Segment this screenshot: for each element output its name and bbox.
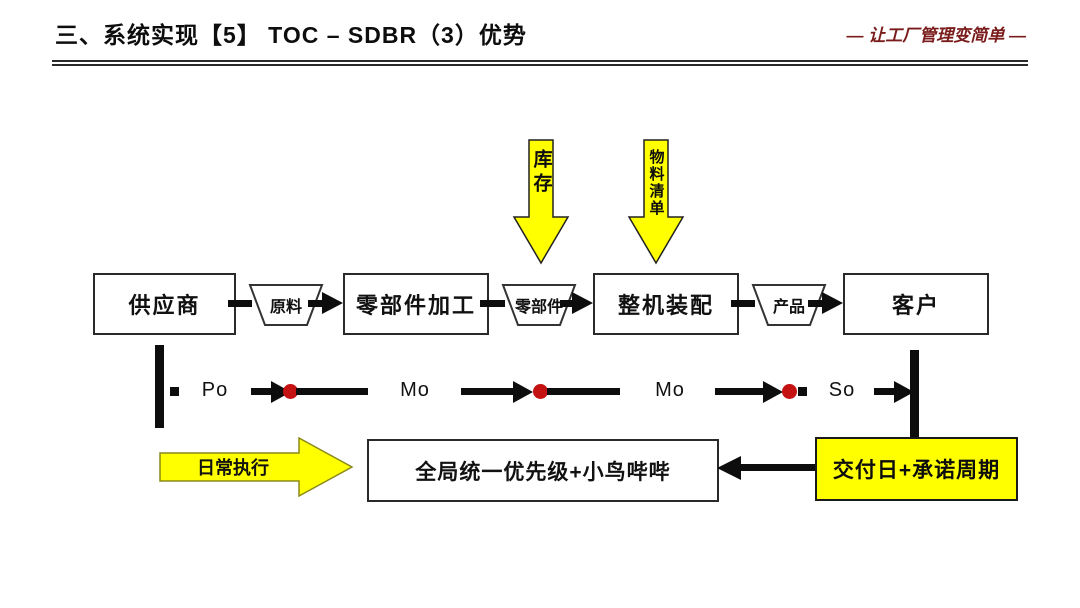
red-dot-icon — [782, 384, 797, 399]
flow-line — [808, 300, 824, 307]
order-label-mo-1: Mo — [400, 379, 430, 401]
node-parts-processing: 零部件加工 — [343, 273, 489, 335]
order-line — [251, 388, 273, 395]
flow-arrowhead-icon — [822, 292, 843, 314]
daily-exec-arrow-icon: 日常执行 — [158, 436, 355, 498]
red-dot-icon — [283, 384, 298, 399]
flow-arrowhead-icon — [572, 292, 593, 314]
node-customer: 客户 — [843, 273, 989, 335]
feedback-line — [739, 464, 816, 471]
due-date-box: 交付日+承诺周期 — [815, 437, 1018, 501]
buffer-label: 零部件 — [514, 299, 563, 316]
node-supplier: 供应商 — [93, 273, 236, 335]
order-arrowhead-icon — [513, 381, 533, 403]
flow-line — [228, 300, 252, 307]
buffer-raw-material: 原料 — [247, 283, 325, 327]
order-label-mo-2: Mo — [655, 379, 685, 401]
red-dot-icon — [533, 384, 548, 399]
flow-line — [480, 300, 505, 307]
buffer-label: 产品 — [772, 299, 805, 316]
flow-arrowhead-icon — [322, 292, 343, 314]
page-title: 三、系统实现【5】 TOC – SDBR（3）优势 — [55, 22, 527, 48]
inventory-down-arrow-icon: 库存 — [512, 139, 570, 265]
priority-box: 全局统一优先级+小鸟哔哔 — [367, 439, 719, 502]
order-line — [715, 388, 765, 395]
left-boundary-bar — [155, 345, 164, 428]
daily-exec-label: 日常执行 — [197, 457, 269, 478]
dash-square — [170, 387, 179, 396]
buffer-label: 原料 — [269, 299, 302, 316]
order-line — [296, 388, 368, 395]
bom-arrow-label: 物料清单 — [647, 149, 665, 217]
right-boundary-bar — [910, 350, 919, 437]
order-line — [547, 388, 620, 395]
node-assembly: 整机装配 — [593, 273, 739, 335]
buffer-parts: 零部件 — [500, 283, 578, 327]
order-arrowhead-icon — [894, 381, 914, 403]
order-line — [461, 388, 515, 395]
inventory-arrow-label: 库存 — [530, 149, 552, 197]
order-line — [874, 388, 896, 395]
dash-square — [798, 387, 807, 396]
flow-line — [308, 300, 324, 307]
buffer-product: 产品 — [750, 283, 828, 327]
order-label-po: Po — [201, 379, 229, 401]
header-slogan: — 让工厂管理变简单 — — [846, 26, 1026, 45]
flow-line — [731, 300, 755, 307]
flow-line — [560, 300, 574, 307]
bom-down-arrow-icon: 物料清单 — [627, 139, 685, 265]
header-divider — [52, 60, 1028, 66]
order-arrowhead-icon — [763, 381, 783, 403]
feedback-arrowhead-icon — [717, 456, 741, 480]
order-label-so: So — [828, 379, 856, 401]
